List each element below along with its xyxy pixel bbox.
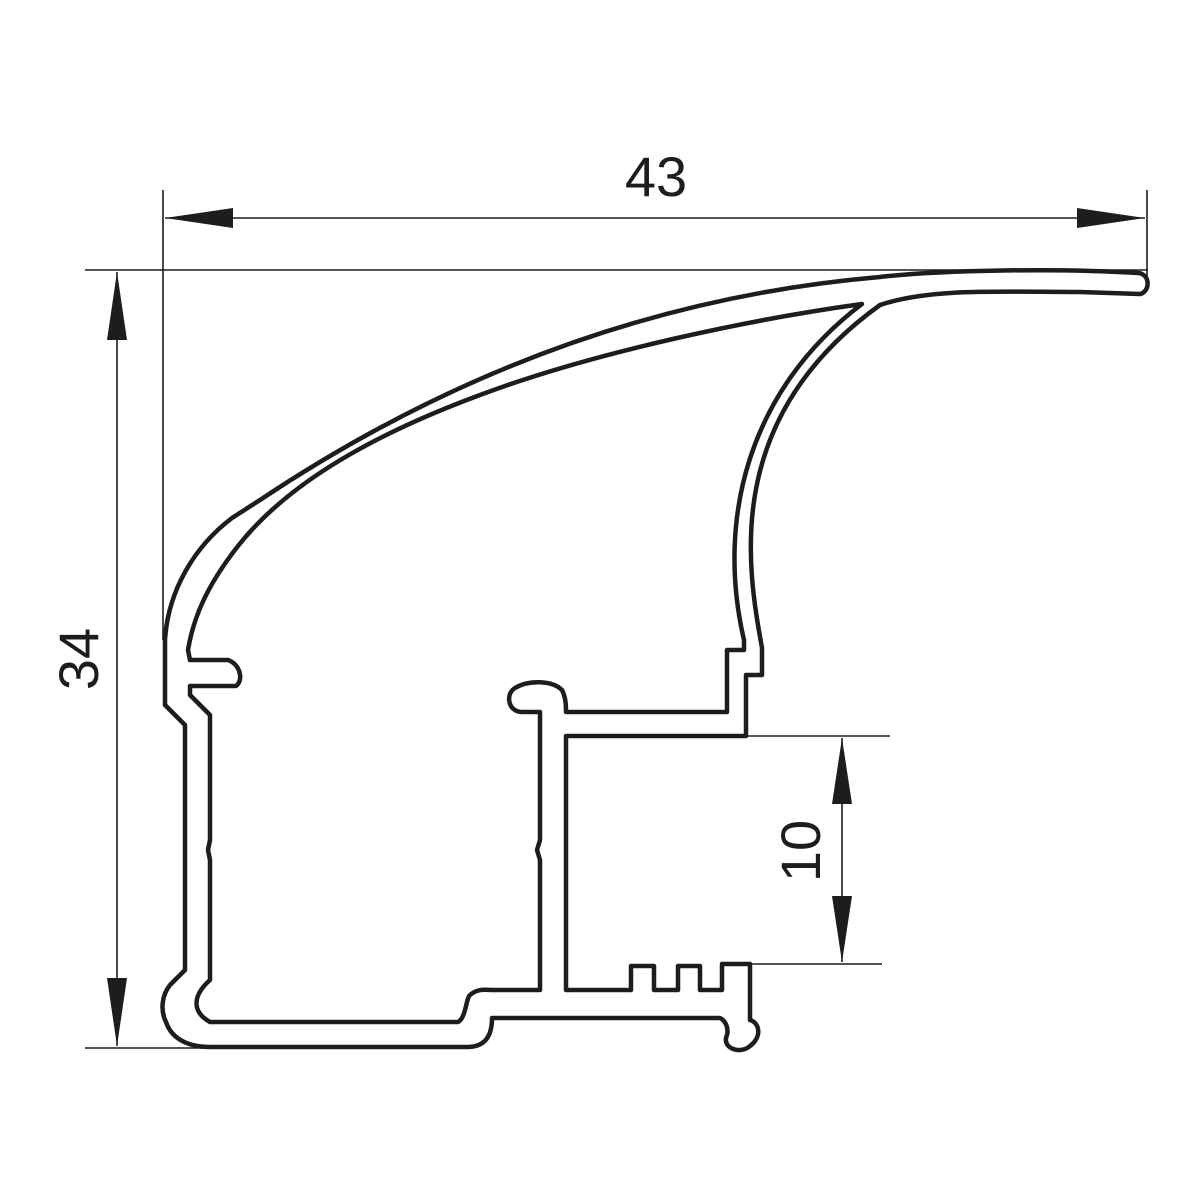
profile-cross-section [160, 267, 1150, 1053]
opening-dimension: 10 [769, 738, 852, 962]
height-dimension: 34 [47, 272, 127, 1046]
profile-outer-contour [160, 267, 1150, 1053]
opening-arrow-bottom [832, 896, 852, 962]
width-arrow-left [165, 208, 233, 228]
width-arrow-right [1077, 208, 1145, 228]
width-label: 43 [625, 145, 687, 208]
profile-inner-contour [185, 301, 865, 1025]
height-label: 34 [47, 628, 110, 690]
width-dimension: 43 [165, 145, 1145, 228]
reference-lines [85, 190, 1148, 1049]
opening-label: 10 [769, 820, 832, 882]
height-arrow-bottom [107, 978, 127, 1046]
height-arrow-top [107, 272, 127, 340]
opening-arrow-top [832, 738, 852, 804]
